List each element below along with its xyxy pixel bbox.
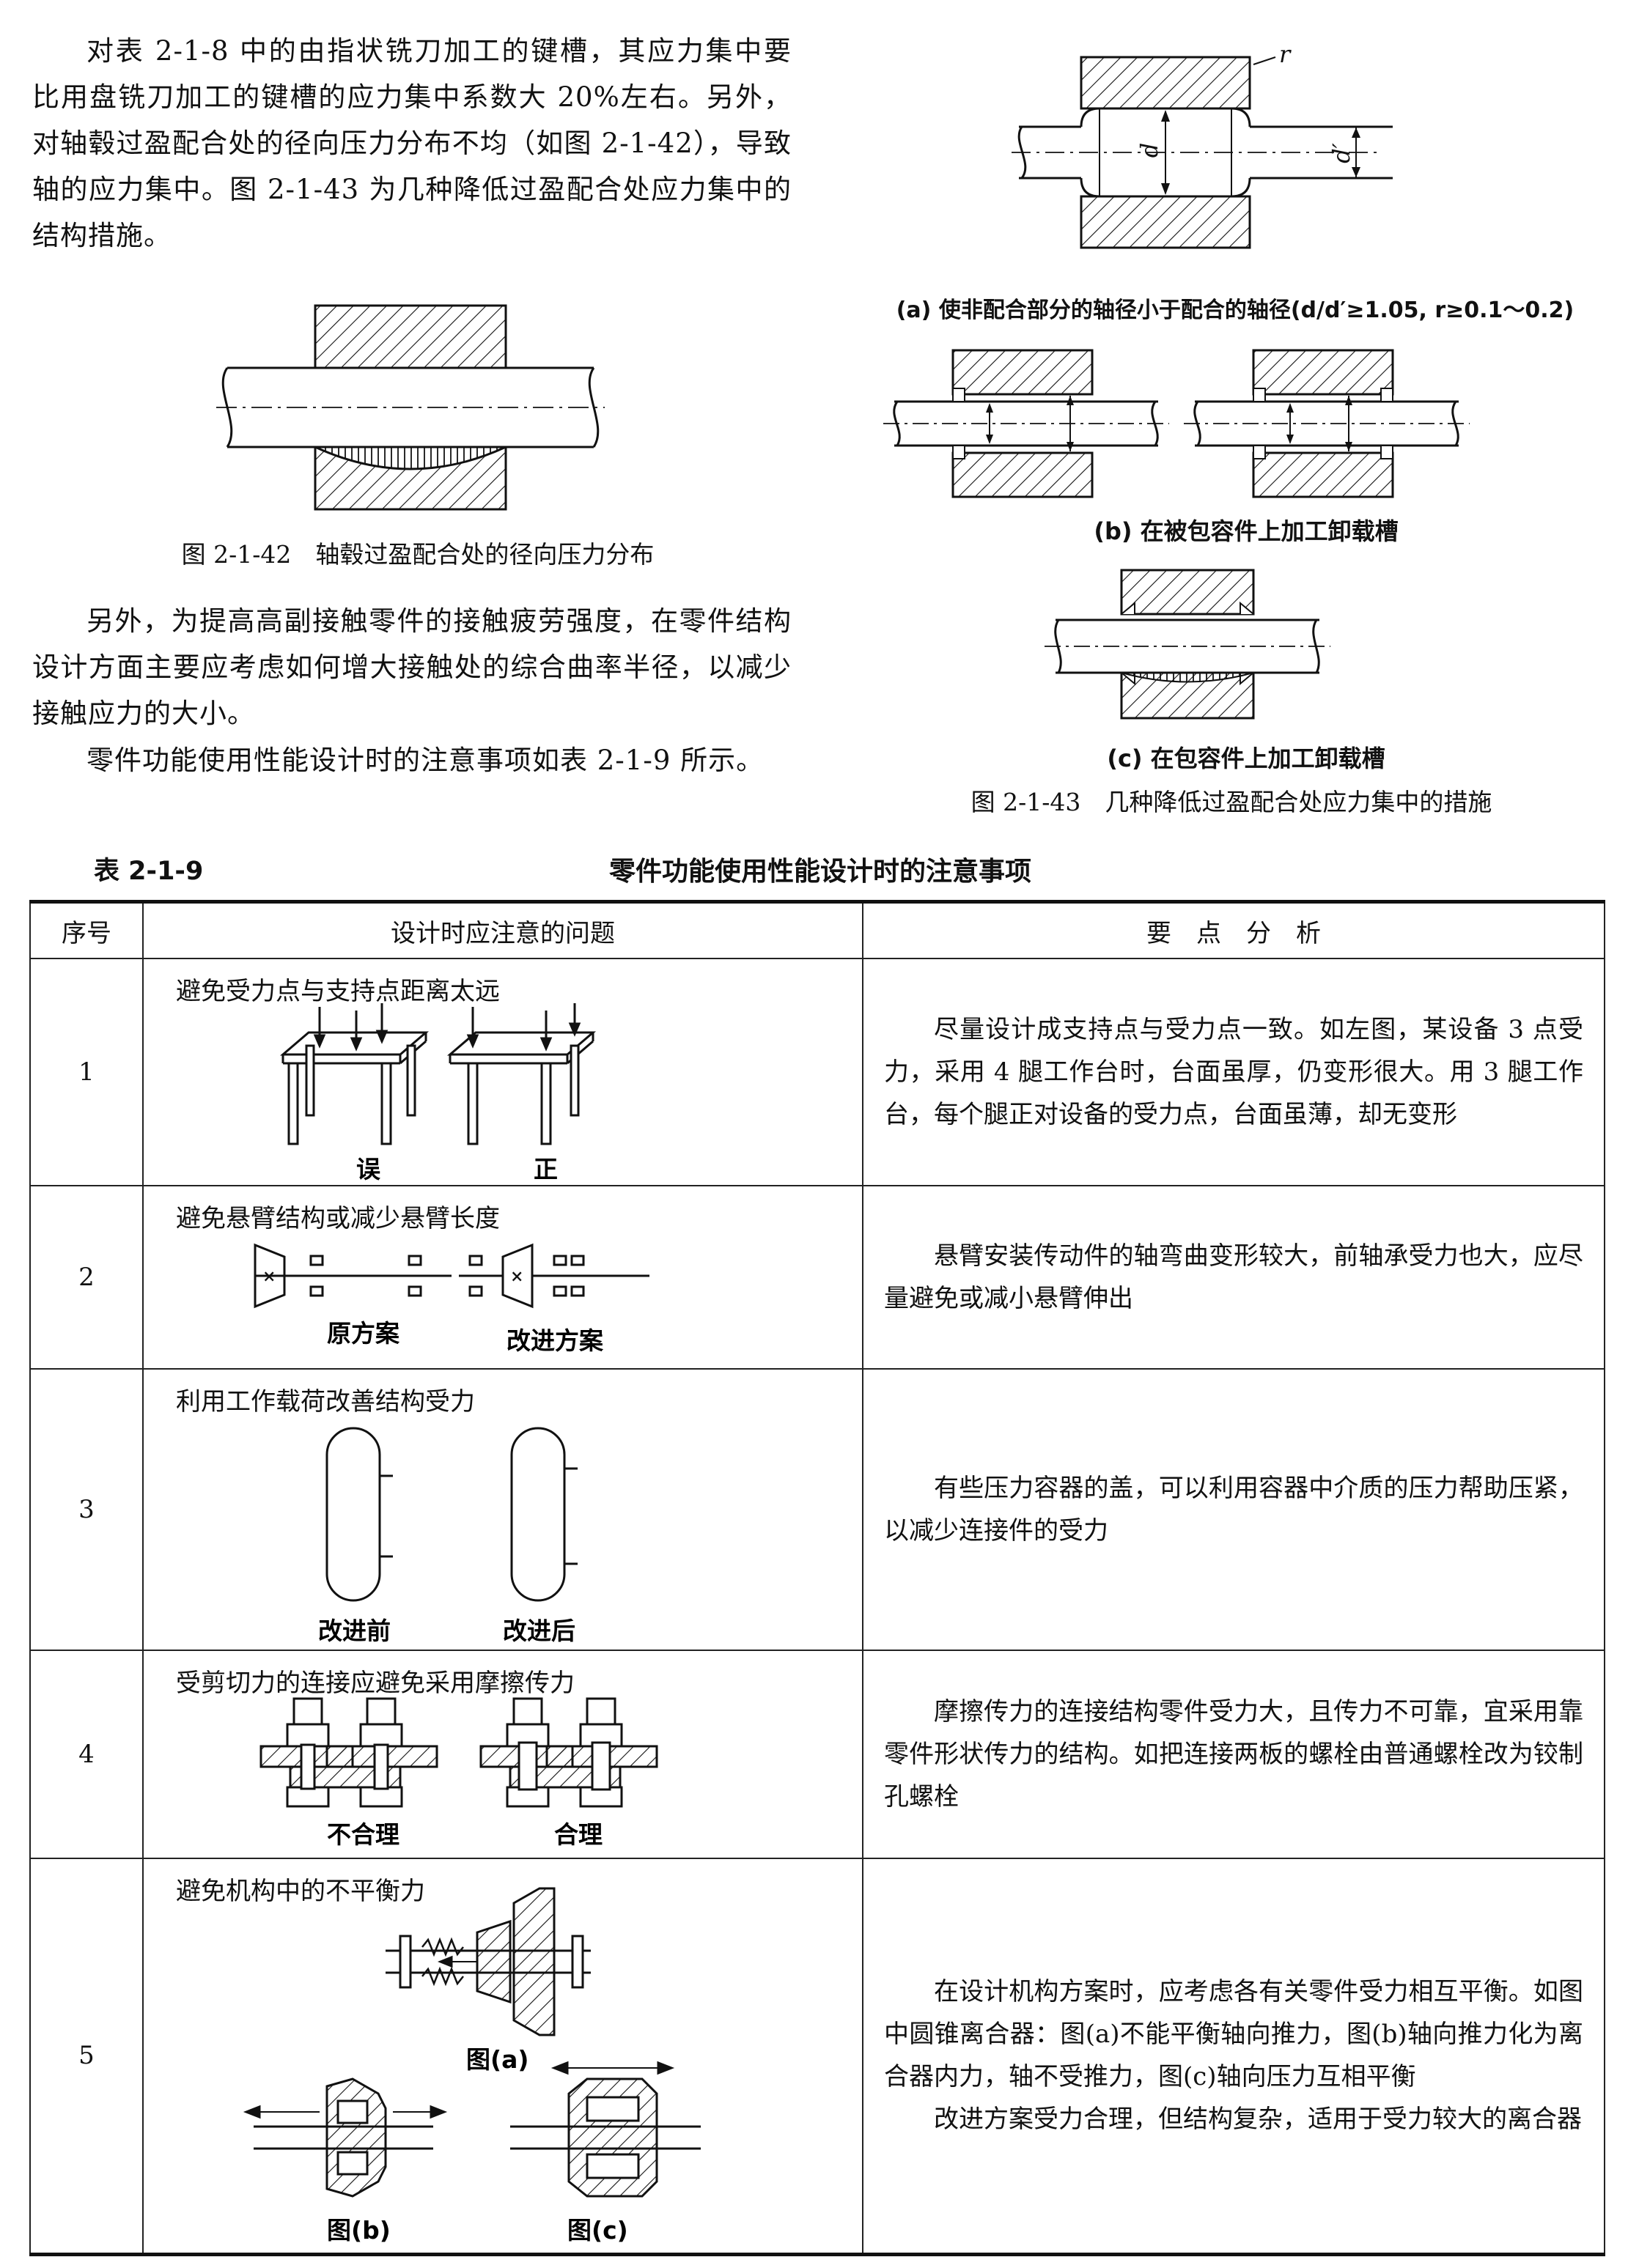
table-drawing: 图(a) 图(b) [243,1887,701,2245]
row-issue: 受剪切力的连接应避免采用摩擦传力 [142,1650,863,1859]
fig-2-1-42-caption: 图 2-1-42 轴毂过盈配合处的径向压力分布 [181,540,655,569]
analysis-text: 摩擦传力的连接结构零件受力大，且传力不可靠，宜采用靠零件形状传力的结构。如把连接… [884,1697,1583,1811]
table-drawing: 改进前 改进后 [318,1427,578,1645]
row-analysis: 有些压力容器的盖，可以利用容器中介质的压力帮助压紧，以减少连接件的受力 [862,1368,1605,1651]
fig-2-1-43a-label-dprime: d′ [1327,143,1355,163]
fig-2-1-43-caption: 图 2-1-43 几种降低过盈配合处应力集中的措施 [970,788,1492,816]
header-analysis: 要 点 分 析 [862,901,1605,959]
fig-2-1-43a-drawing [1012,56,1393,249]
row2-label-original: 原方案 [327,1319,400,1348]
fig-2-1-43b-caption: (b) 在被包容件上加工卸载槽 [1094,517,1399,545]
row4-label-reasonable: 合理 [554,1820,603,1849]
table-row: 1 避免受力点与支持点距离太远 [29,958,1605,1186]
analysis-text: 悬臂安装传动件的轴弯曲变形较大，前轴承受力也大，应尽量避免或减小悬臂伸出 [884,1241,1583,1313]
analysis-text: 尽量设计成支持点与受力点一致。如左图，某设备 3 点受力，采用 4 腿工作台时，… [884,1015,1583,1129]
header-issue: 设计时应注意的问题 [142,901,863,959]
row2-label-improved: 改进方案 [507,1326,604,1355]
analysis-text: 改进方案受力合理，但结构复杂，适用于受力较大的离合器 [934,2105,1582,2135]
issue-title: 避免受力点与支持点距离太远 [176,977,500,1006]
row4-label-unreasonable: 不合理 [327,1820,399,1849]
row-analysis: 在设计机构方案时，应考虑各有关零件受力相互平衡。如图中圆锥离合器：图(a)不能平… [862,1858,1605,2255]
issue-title: 避免机构中的不平衡力 [176,1877,425,1906]
table-row: 4 受剪切力的连接应避免采用摩擦传力 [29,1650,1605,1859]
fig-2-1-43c-caption: (c) 在包容件上加工卸载槽 [1107,745,1385,772]
table-caption: 表 2-1-9 零件功能使用性能设计时的注意事项 [32,850,1608,887]
paragraph-3: 零件功能使用性能设计时的注意事项如表 2-1-9 所示。 [32,737,792,783]
row-analysis: 尽量设计成支持点与受力点一致。如左图，某设备 3 点受力，采用 4 腿工作台时，… [862,958,1605,1186]
table-row: 2 避免悬臂结构或减少悬臂长度 × [29,1185,1605,1370]
fig-2-1-42-drawing [216,304,605,511]
fig-2-1-43a-label-d: d [1135,142,1164,158]
row5-label-fig-a: 图(a) [466,2045,528,2074]
fig-2-1-43c-drawing [1045,569,1330,720]
table-drawing: 误 正 [279,1003,597,1183]
row-issue: 避免悬臂结构或减少悬臂长度 × × [142,1185,863,1370]
row-seq: 5 [29,1858,144,2255]
paragraph-3-text: 零件功能使用性能设计时的注意事项如表 2-1-9 所示。 [86,745,765,776]
row-analysis: 悬臂安装传动件的轴弯曲变形较大，前轴承受力也大，应尽量避免或减小悬臂伸出 [862,1185,1605,1370]
row3-label-before: 改进前 [318,1617,391,1645]
header-seq: 序号 [29,901,144,959]
precautions-table: 序号 设计时应注意的问题 要 点 分 析 1 避免受力点与支持点距离太远 [29,900,1605,2256]
paragraph-2: 另外，为提高高副接触零件的接触疲劳强度，在零件结构设计方面主要应考虑如何增大接触… [32,598,792,736]
row-issue: 利用工作载荷改善结构受力 改进前 改进后 [142,1368,863,1651]
row1-label-wrong: 误 [356,1155,380,1183]
table-drawing: × × 原方案 改进方案 [254,1243,649,1355]
row5-label-fig-b: 图(b) [327,2216,391,2245]
table-number: 表 2-1-9 [94,857,204,886]
row-issue: 避免机构中的不平衡力 图(a) [142,1858,863,2255]
table-title: 零件功能使用性能设计时的注意事项 [608,857,1031,887]
row-analysis: 摩擦传力的连接结构零件受力大，且传力不可靠，宜采用靠零件形状传力的结构。如把连接… [862,1650,1605,1859]
fig-2-1-43a-label-r: r [1279,40,1291,68]
row-seq: 2 [29,1185,144,1370]
issue-title: 利用工作载荷改善结构受力 [176,1387,475,1416]
table-row: 3 利用工作载荷改善结构受力 改进前 改进后 有些 [29,1368,1605,1651]
fig-2-1-43a-caption: (a) 使非配合部分的轴径小于配合的轴径(d/d′≥1.05, r≥0.1～0.… [896,298,1574,323]
intro-paragraph: 对表 2-1-8 中的由指状铣刀加工的键槽，其应力集中要比用盘铣刀加工的键槽的应… [32,28,792,259]
intro-text: 对表 2-1-8 中的由指状铣刀加工的键槽，其应力集中要比用盘铣刀加工的键槽的应… [32,35,792,251]
table-row: 5 避免机构中的不平衡力 [29,1858,1605,2255]
row-seq: 1 [29,958,144,1186]
paragraph-2-text: 另外，为提高高副接触零件的接触疲劳强度，在零件结构设计方面主要应考虑如何增大接触… [32,605,792,729]
issue-title: 受剪切力的连接应避免采用摩擦传力 [176,1669,575,1698]
table-header-row: 序号 设计时应注意的问题 要 点 分 析 [29,901,1605,959]
analysis-text: 在设计机构方案时，应考虑各有关零件受力相互平衡。如图中圆锥离合器：图(a)不能平… [884,1977,1583,2092]
issue-title: 避免悬臂结构或减少悬臂长度 [176,1204,500,1233]
analysis-text: 有些压力容器的盖，可以利用容器中介质的压力帮助压紧，以减少连接件的受力 [884,1474,1583,1545]
fig-2-1-43b-drawing [883,349,1470,498]
row1-label-right: 正 [534,1155,558,1183]
row3-label-after: 改进后 [503,1617,575,1645]
row-seq: 4 [29,1650,144,1859]
row-issue: 避免受力点与支持点距离太远 [142,958,863,1186]
svg-text:×: × [510,1267,523,1286]
row-seq: 3 [29,1368,144,1651]
row5-label-fig-c: 图(c) [567,2216,628,2245]
table-drawing: 不合理 合理 [259,1697,658,1849]
